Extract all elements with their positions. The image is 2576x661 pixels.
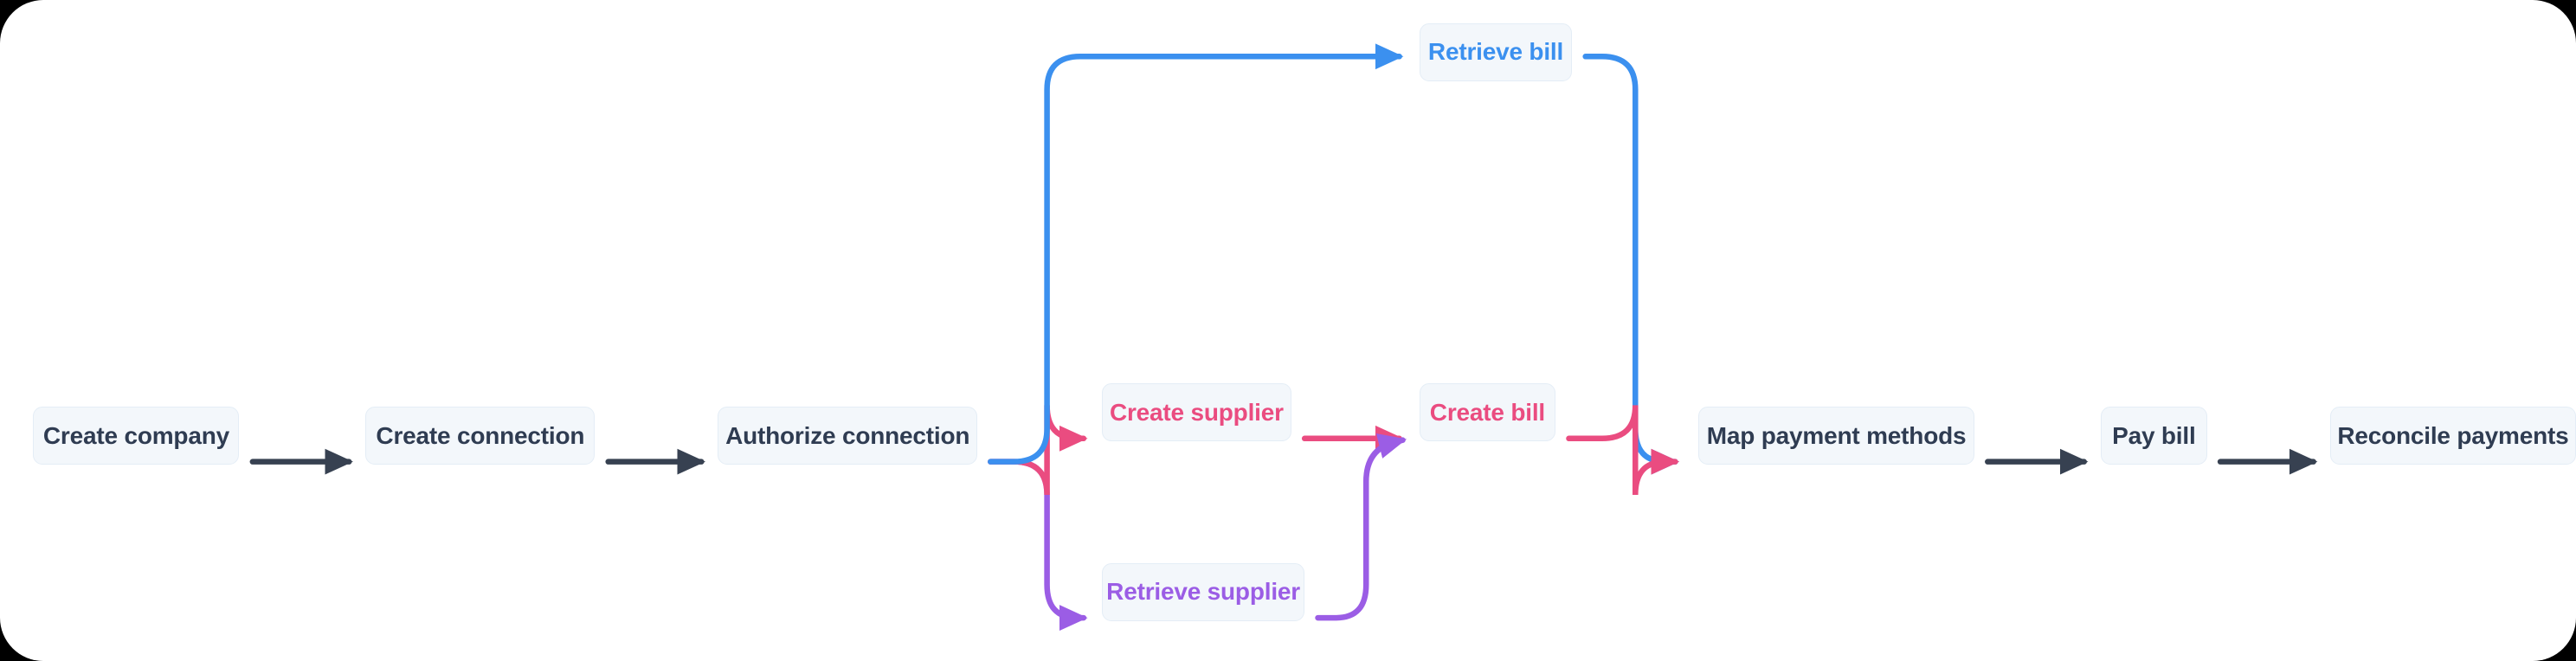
- node-label: Create company: [42, 421, 229, 449]
- node-label: Create supplier: [1109, 398, 1284, 426]
- node-label: Retrieve bill: [1427, 38, 1564, 66]
- node-label: Pay bill: [2112, 421, 2196, 449]
- node-retrieve-supplier[interactable]: Retrieve supplier: [1101, 562, 1305, 621]
- node-label: Authorize connection: [725, 421, 970, 449]
- node-label: Reconcile payments: [2337, 421, 2569, 449]
- node-retrieve-bill[interactable]: Retrieve bill: [1419, 22, 1573, 81]
- node-pay-bill[interactable]: Pay bill: [2100, 407, 2207, 465]
- edge-authorize-connection-to-retrieve-supplier: [988, 459, 1088, 632]
- edge-authorize-connection-to-create-supplier: [988, 405, 1088, 496]
- node-label: Create connection: [376, 421, 585, 449]
- node-reconcile-payments[interactable]: Reconcile payments: [2329, 407, 2576, 465]
- node-create-company[interactable]: Create company: [33, 407, 240, 465]
- edge-retrieve-bill-to-map-payment-methods: [1582, 54, 1680, 475]
- edge-retrieve-supplier-to-create-bill: [1315, 433, 1407, 621]
- node-authorize-connection[interactable]: Authorize connection: [718, 407, 977, 465]
- edge-create-bill-to-map-payment-methods: [1566, 405, 1680, 496]
- node-create-supplier[interactable]: Create supplier: [1101, 383, 1291, 442]
- node-label: Map payment methods: [1706, 421, 1967, 449]
- node-create-bill[interactable]: Create bill: [1419, 383, 1556, 442]
- node-create-connection[interactable]: Create connection: [365, 407, 596, 465]
- node-label: Create bill: [1429, 398, 1545, 426]
- node-label: Retrieve supplier: [1106, 578, 1300, 606]
- node-map-payment-methods[interactable]: Map payment methods: [1698, 407, 1974, 465]
